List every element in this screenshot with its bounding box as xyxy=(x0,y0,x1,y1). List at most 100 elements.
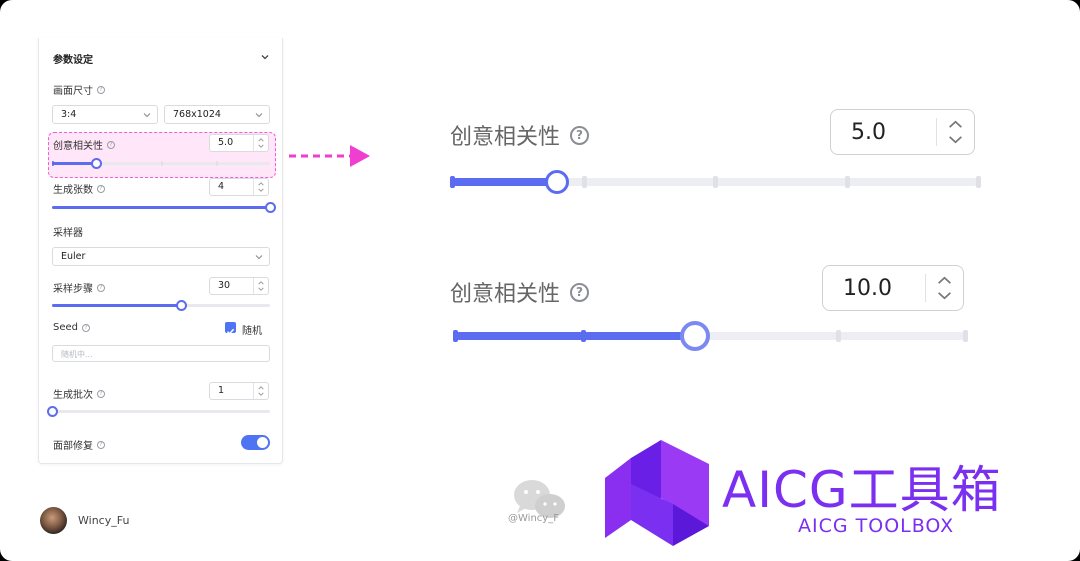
author-name: Wincy_Fu xyxy=(78,514,130,527)
arrow-icon xyxy=(289,145,370,167)
brand-subtitle: AICG TOOLBOX xyxy=(798,515,955,537)
slider-fill xyxy=(452,178,558,186)
zoom-top-input[interactable]: 5.0 xyxy=(830,109,975,155)
slider-tick xyxy=(835,330,841,342)
slider-tick xyxy=(976,176,981,188)
slider-thumb[interactable] xyxy=(545,170,570,194)
ratio-value: 3:4 xyxy=(61,109,77,120)
canvas-size-label: 画面尺寸 ? xyxy=(53,82,105,97)
help-icon[interactable]: ? xyxy=(97,440,105,449)
creativity-value: 5.0 xyxy=(218,137,234,148)
slider-thumb[interactable] xyxy=(175,300,187,311)
dropdown-icon xyxy=(143,113,151,118)
help-icon[interactable]: ? xyxy=(82,323,90,332)
help-icon[interactable]: ? xyxy=(107,140,115,149)
zoom-bottom-label: 创意相关性 ? xyxy=(450,276,590,308)
slider-thumb[interactable] xyxy=(265,202,276,213)
count-input[interactable]: 4 xyxy=(209,178,269,196)
slider-tick xyxy=(215,161,218,166)
resolution-value: 768x1024 xyxy=(173,109,221,120)
steps-slider[interactable] xyxy=(52,300,270,311)
sampler-label-text: 采样器 xyxy=(53,228,83,239)
wechat-icon xyxy=(514,480,565,518)
slider-tick xyxy=(581,176,587,188)
seed-label: Seed ? xyxy=(53,322,90,333)
steps-label-text: 采样步骤 xyxy=(53,284,93,295)
creativity-label-text: 创意相关性 xyxy=(53,141,103,152)
creativity-input[interactable]: 5.0 xyxy=(209,134,269,152)
panel-title: 参数设定 xyxy=(53,55,93,66)
slider-fill xyxy=(52,304,181,307)
count-label: 生成张数 ? xyxy=(53,181,105,196)
slider-thumb[interactable] xyxy=(679,321,710,351)
slider-tick xyxy=(453,330,458,342)
help-icon[interactable]: ? xyxy=(97,184,105,193)
zoom-bottom-slider[interactable] xyxy=(453,321,968,351)
help-icon[interactable]: ? xyxy=(570,282,590,302)
help-icon[interactable]: ? xyxy=(97,283,105,292)
creativity-slider[interactable] xyxy=(52,158,270,169)
count-slider[interactable] xyxy=(52,202,276,213)
spin-icon[interactable] xyxy=(253,383,268,399)
spin-icon[interactable] xyxy=(253,278,268,294)
count-label-text: 生成张数 xyxy=(53,185,93,196)
zoom-bottom-input[interactable]: 10.0 xyxy=(822,265,964,311)
ratio-select[interactable]: 3:4 xyxy=(52,105,158,124)
slider-fill xyxy=(52,206,270,209)
help-icon[interactable]: ? xyxy=(570,125,590,145)
brand-title: AICG工具箱 xyxy=(722,461,1002,519)
face-fix-label-text: 面部修复 xyxy=(53,441,93,452)
logo-icon xyxy=(605,440,709,546)
resolution-select[interactable]: 768x1024 xyxy=(164,105,270,124)
spin-icon[interactable] xyxy=(253,179,268,195)
sampler-select[interactable]: Euler xyxy=(52,247,270,266)
slider-fill xyxy=(455,332,695,340)
avatar xyxy=(40,507,67,534)
slider-tick xyxy=(161,161,163,166)
help-icon[interactable]: ? xyxy=(97,85,105,94)
slider-tick xyxy=(450,176,455,188)
batch-label-text: 生成批次 xyxy=(53,390,93,401)
slider-tick xyxy=(713,176,718,188)
slider-tick xyxy=(963,330,968,342)
slider-fill xyxy=(52,162,96,165)
seed-input[interactable]: 随机中... xyxy=(52,345,270,362)
check-icon xyxy=(226,328,235,335)
canvas-size-label-text: 画面尺寸 xyxy=(53,86,93,97)
chevron-down-icon[interactable] xyxy=(260,52,270,62)
zoom-top-value: 5.0 xyxy=(851,120,886,145)
zoom-bottom-value: 10.0 xyxy=(843,276,892,301)
batch-slider[interactable] xyxy=(47,406,270,417)
count-value: 4 xyxy=(218,181,225,192)
zoom-card-top: 创意相关性 ? 5.0 xyxy=(430,92,998,200)
slider-thumb[interactable] xyxy=(90,158,102,169)
toggle-icon xyxy=(257,437,268,448)
help-icon[interactable]: ? xyxy=(97,389,105,398)
batch-input[interactable]: 1 xyxy=(209,382,269,400)
steps-input[interactable]: 30 xyxy=(209,277,269,295)
batch-value: 1 xyxy=(218,385,225,396)
steps-label: 采样步骤 ? xyxy=(53,280,105,295)
spin-icon[interactable] xyxy=(925,274,963,302)
slider-tick xyxy=(52,161,54,166)
creativity-label: 创意相关性 ? xyxy=(53,137,115,152)
dropdown-icon xyxy=(255,255,263,260)
spin-icon[interactable] xyxy=(936,118,974,146)
face-fix-toggle[interactable] xyxy=(241,435,270,450)
slider-tick xyxy=(844,176,850,188)
sampler-label: 采样器 xyxy=(53,224,83,239)
zoom-card-bottom: 创意相关性 ? 10.0 xyxy=(430,252,998,360)
random-checkbox[interactable] xyxy=(225,322,236,335)
steps-value: 30 xyxy=(218,280,231,291)
zoom-top-label: 创意相关性 ? xyxy=(450,119,590,151)
zoom-bottom-label-text: 创意相关性 xyxy=(450,282,561,307)
zoom-top-slider[interactable] xyxy=(450,170,981,194)
spin-icon[interactable] xyxy=(253,135,268,151)
slider-tick xyxy=(580,330,586,342)
slider-thumb[interactable] xyxy=(47,406,58,417)
settings-panel: 参数设定 画面尺寸 ? 3:4 768x1024 创意相关性 ? 5.0 xyxy=(38,38,283,464)
random-label: 随机 xyxy=(242,326,262,337)
batch-label: 生成批次 ? xyxy=(53,386,105,401)
face-fix-label: 面部修复 ? xyxy=(53,437,105,452)
